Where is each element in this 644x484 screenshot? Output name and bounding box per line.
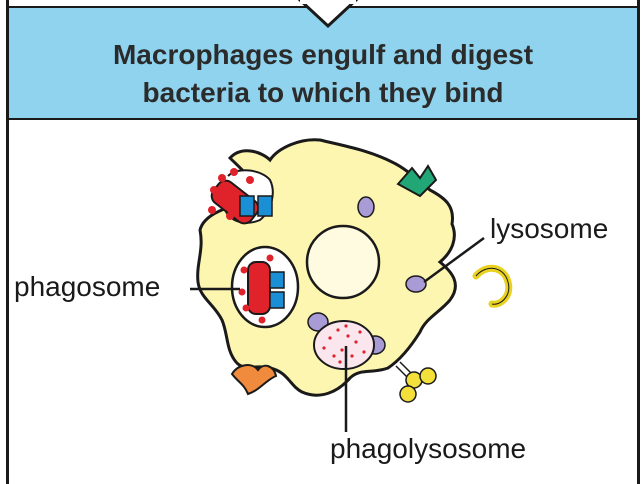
phagosome-label: phagosome	[14, 271, 160, 303]
nucleus	[307, 226, 379, 298]
pointer-notch-cover	[300, 0, 356, 4]
phagosome	[232, 247, 298, 327]
phagolysosome-label: phagolysosome	[330, 433, 526, 465]
lysosome	[406, 276, 426, 292]
lysosome-small-top	[358, 197, 374, 217]
lysosome-label: lysosome	[490, 213, 608, 245]
orange-surface-particle	[232, 365, 276, 394]
yellow-particle-cluster	[396, 362, 436, 402]
